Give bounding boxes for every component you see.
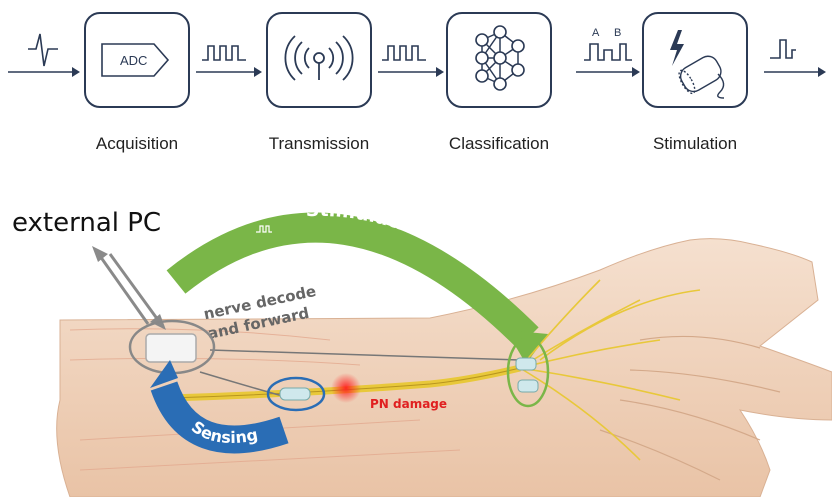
pc-arrow-down <box>108 253 160 321</box>
stage-label-acquisition: Acquisition <box>95 134 179 153</box>
pulse-glyph-icon <box>256 225 272 233</box>
transmission-stage-box <box>266 12 372 108</box>
class-b-label: B <box>614 27 621 39</box>
classified-pulse-icon <box>584 43 632 61</box>
pc-arrow-up <box>98 255 150 325</box>
stage-label-transmission: Transmission <box>268 134 370 153</box>
stimulation-arc <box>166 212 539 349</box>
sensing-electrode-ring <box>266 376 326 412</box>
stage-label-stimulation: Stimulation <box>652 134 738 153</box>
arm-illustration: Stimulation nerve decode and forward Sen… <box>56 199 832 497</box>
stimulation-electrode-ring <box>506 336 550 408</box>
implant-device <box>145 333 197 363</box>
stage-label-classification: Classification <box>448 134 550 153</box>
input-spike-icon <box>28 33 58 67</box>
output-pulse-icon <box>770 39 796 59</box>
adc-icon: ADC <box>101 43 170 77</box>
sensing-arc <box>150 380 289 454</box>
external-pc-label: external PC <box>12 208 162 238</box>
neural-network-icon <box>475 25 525 91</box>
stimulation-stage-box <box>642 12 748 108</box>
acquisition-stage-box: ADC <box>84 12 190 108</box>
stimulation-electrode <box>515 357 537 371</box>
class-a-label: A <box>592 27 600 39</box>
damage-glow <box>331 373 361 403</box>
lightning-nerve-cuff-icon <box>670 30 725 99</box>
lightning-icon <box>670 30 684 66</box>
pipeline-connectors: A B <box>8 27 826 77</box>
pulse-train-icon <box>382 45 426 61</box>
wireless-antenna-icon <box>284 35 354 81</box>
classification-stage-box <box>446 12 552 108</box>
pulse-train-icon <box>202 45 246 61</box>
pn-damage-label: PN damage <box>370 397 447 411</box>
pulse-glyph-icon <box>406 223 422 231</box>
adc-text: ADC <box>120 53 147 68</box>
signal-pipeline: A B ADC Acquisition Transmission <box>0 0 832 170</box>
sensing-electrode <box>279 387 311 401</box>
